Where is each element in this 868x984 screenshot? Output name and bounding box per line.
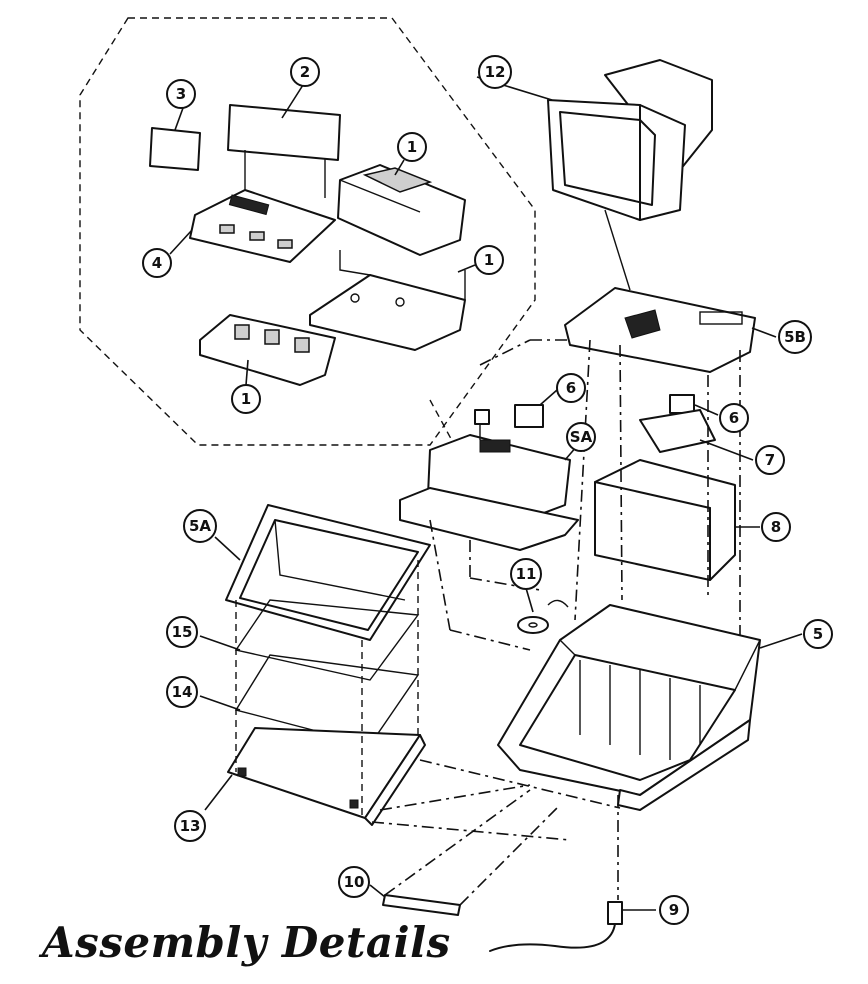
callout-1-tray: 1 (474, 245, 504, 275)
bin-guide-lines (235, 560, 419, 815)
part-8-box (594, 459, 736, 581)
part-6-connector-right (669, 394, 695, 414)
callout-5a: 5A (183, 509, 217, 543)
callout-3: 3 (166, 79, 196, 109)
svg-text:6: 6 (566, 379, 576, 397)
svg-text:13: 13 (180, 817, 201, 835)
svg-text:4: 4 (152, 254, 162, 272)
callout-8: 8 (761, 512, 791, 542)
callout-15: 15 (166, 616, 198, 648)
callout-4: 4 (142, 248, 172, 278)
part-sa-subassembly (399, 409, 579, 551)
svg-text:6: 6 (729, 409, 739, 427)
part-5a-bin-frame (225, 504, 431, 641)
part-7-bracket (639, 409, 716, 453)
part-6-connector-left (514, 404, 544, 428)
svg-text:10: 10 (344, 873, 365, 891)
callout-5b: 5B (778, 320, 812, 354)
assembly-guide-lines (371, 339, 741, 906)
part-1-lower-board (199, 314, 336, 386)
part-3-card (149, 127, 201, 171)
svg-text:3: 3 (176, 85, 186, 103)
callout-sa: SA (566, 422, 596, 452)
part-10-strip (382, 894, 461, 916)
diagram-title: Assembly Details (42, 918, 451, 967)
part-5-base-housing (497, 604, 761, 811)
svg-text:5A: 5A (189, 517, 211, 535)
part-4-main-board (189, 189, 336, 263)
part-1-tray (309, 250, 466, 351)
svg-text:SA: SA (570, 428, 593, 446)
callout-7: 7 (755, 445, 785, 475)
part-12-monitor (547, 59, 713, 291)
part-11-disc (517, 599, 569, 634)
svg-text:8: 8 (771, 518, 781, 536)
svg-text:1: 1 (241, 390, 251, 408)
leader-lines (169, 76, 803, 911)
callout-1-upper: 1 (397, 132, 427, 162)
callout-11: 11 (510, 558, 542, 590)
callout-6-left: 6 (556, 373, 586, 403)
part-2-card (227, 104, 341, 198)
part-13-base-plate (227, 727, 426, 826)
part-1-upper-bracket (337, 164, 466, 256)
callout-1-lower: 1 (231, 384, 261, 414)
callout-10: 10 (338, 866, 370, 898)
callout-13: 13 (174, 810, 206, 842)
callout-12: 12 (478, 55, 512, 89)
svg-text:7: 7 (765, 451, 775, 469)
part-5b-top-cover (564, 287, 756, 373)
svg-text:5: 5 (813, 625, 823, 643)
part-9-connector (489, 901, 623, 952)
svg-text:9: 9 (669, 901, 679, 919)
svg-text:11: 11 (516, 565, 537, 583)
svg-text:1: 1 (407, 138, 417, 156)
callout-9: 9 (659, 895, 689, 925)
svg-text:14: 14 (172, 683, 193, 701)
callout-2: 2 (290, 57, 320, 87)
callout-6-right: 6 (719, 403, 749, 433)
svg-text:15: 15 (172, 623, 193, 641)
svg-text:1: 1 (484, 251, 494, 269)
svg-text:12: 12 (485, 63, 506, 81)
svg-text:2: 2 (300, 63, 310, 81)
callout-5: 5 (803, 619, 833, 649)
detail-inset-outline (79, 17, 536, 446)
callout-14: 14 (166, 676, 198, 708)
svg-text:5B: 5B (784, 328, 806, 346)
